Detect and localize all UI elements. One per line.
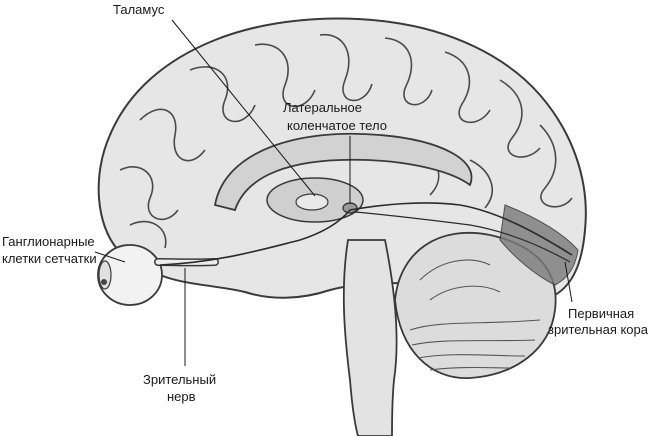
optic-radiation [354,211,571,263]
thalamus-label: Таламус [113,2,165,17]
optic-nerve-label-line1: Зрительный [143,372,216,387]
visual-pathway [159,202,573,266]
thalamus-core [295,193,329,211]
eyeball [97,244,163,306]
lgn-label-line1: Латеральное [283,100,362,115]
ganglion-leader [94,251,126,263]
thalamus-leader [171,19,316,197]
visual-cortex-leader [564,261,573,303]
ganglion-label-line2: клетки сетчатки [2,251,97,266]
visual-cortex-label-line2: зрительная кора [548,322,649,337]
lgn-shape [342,202,358,214]
pupil [101,279,107,285]
visual-cortex-label-line1: Первичная [568,306,634,321]
brainstem [342,239,398,436]
lgn-label-line2: коленчатое тело [287,118,387,133]
corpus-callosum [213,132,473,212]
ganglion-label-line1: Ганглионарные [2,234,95,249]
optic-nerve-label-line2: нерв [167,389,196,404]
cerebellum-folia [409,259,541,371]
